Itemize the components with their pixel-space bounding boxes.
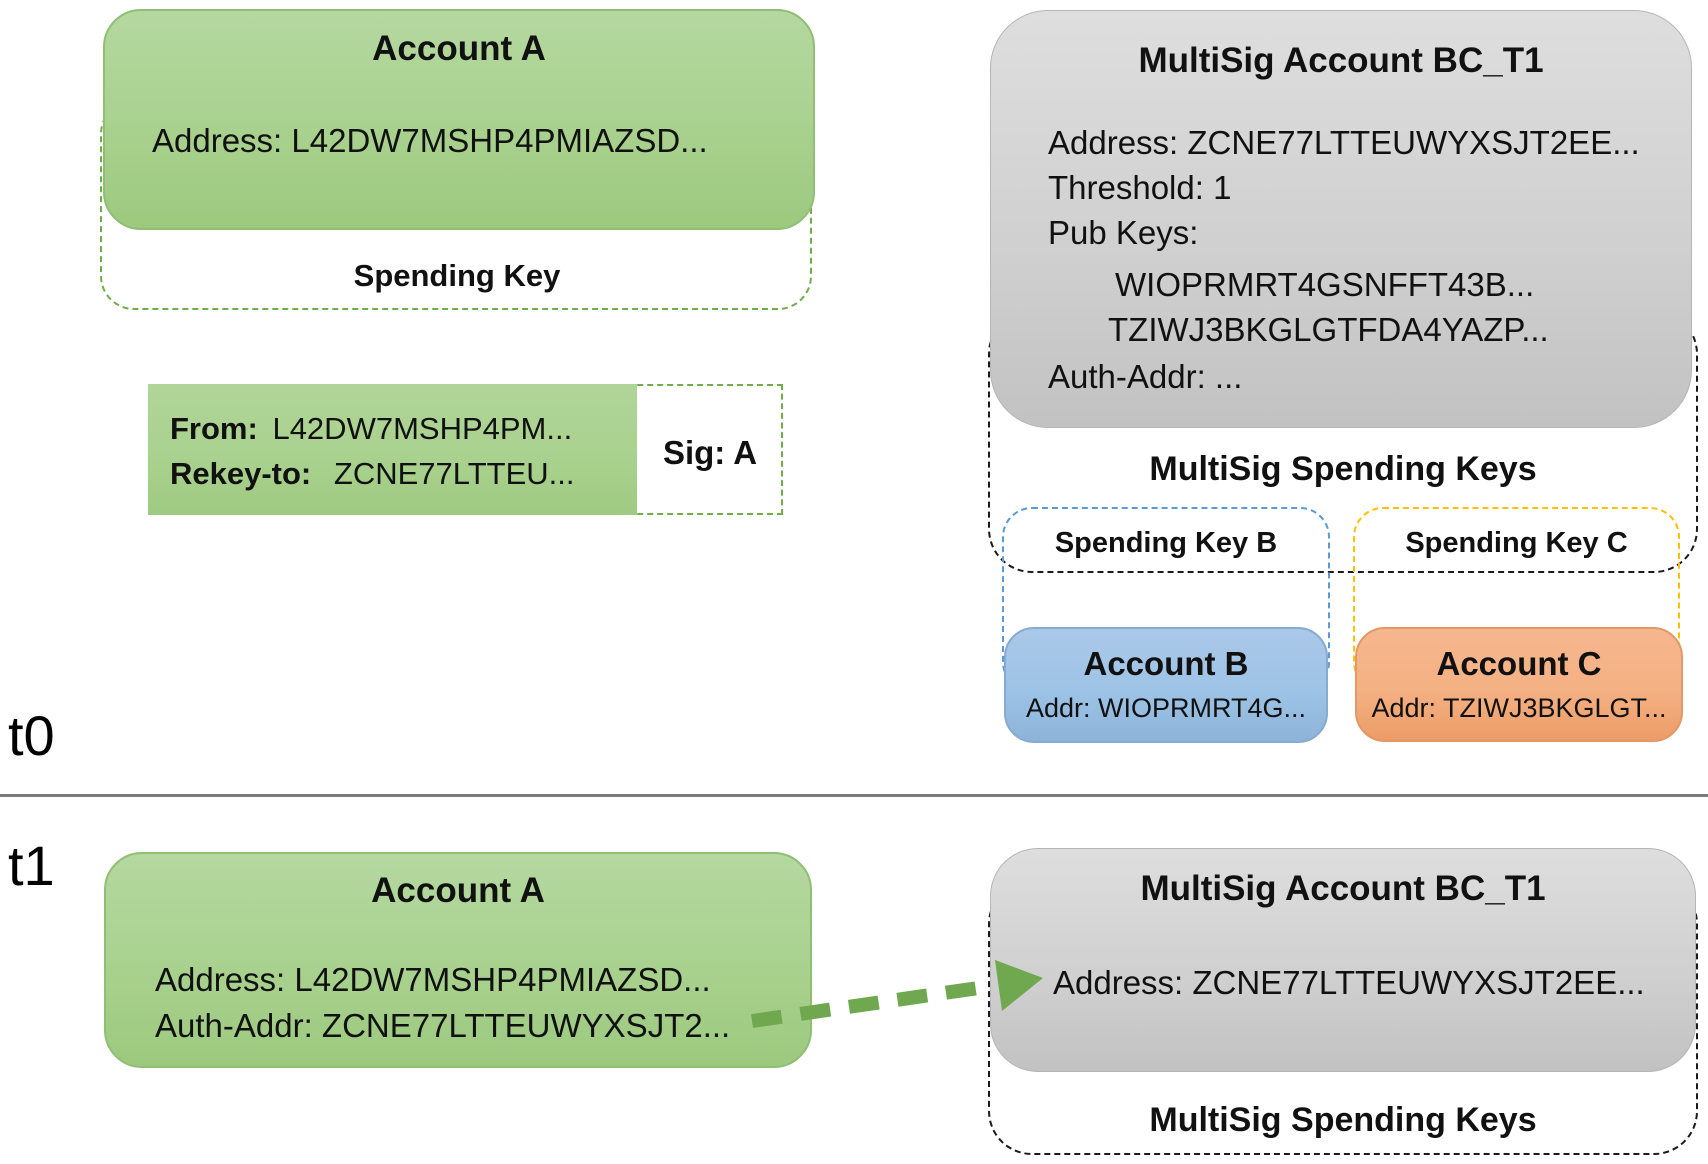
multisig-pubkey-2: TZIWJ3BKGLGTFDA4YAZP... xyxy=(1108,311,1549,348)
account-a-address-t1: Address: L42DW7MSHP4PMIAZSD... xyxy=(155,961,711,998)
multisig-address-t1: Address: ZCNE77LTTEUWYXSJT2EE... xyxy=(1053,964,1645,1001)
spending-key-b-label: Spending Key B xyxy=(1054,527,1278,559)
multisig-account-box-t1 xyxy=(990,848,1696,1072)
rekey-from-line: From: L42DW7MSHP4PM... xyxy=(170,411,572,447)
multisig-auth-addr: Auth-Addr: ... xyxy=(1048,358,1243,395)
rekey-to-label: Rekey-to: xyxy=(170,456,312,491)
account-b-box xyxy=(1004,627,1328,743)
rekey-arrow-shaft xyxy=(750,979,994,1028)
account-c-title: Account C xyxy=(1436,645,1602,682)
spending-key-a-label: Spending Key xyxy=(353,258,561,293)
account-a-box-t0 xyxy=(103,9,815,230)
rekey-from-value: L42DW7MSHP4PM... xyxy=(272,411,573,446)
rekey-arrow xyxy=(750,960,1043,1028)
multisig-spending-keys-title-t1: MultiSig Spending Keys xyxy=(1149,1101,1537,1139)
multisig-pubkeys-label: Pub Keys: xyxy=(1048,214,1199,251)
timeline-divider xyxy=(0,794,1708,797)
multisig-title-t1: MultiSig Account BC_T1 xyxy=(1140,869,1546,908)
account-a-title-t0: Account A xyxy=(372,29,546,68)
account-c-addr: Addr: TZIWJ3BKGLGT... xyxy=(1371,693,1667,723)
multisig-spending-keys-title-t0: MultiSig Spending Keys xyxy=(1149,450,1537,488)
account-b-addr: Addr: WIOPRMRT4G... xyxy=(1025,693,1307,723)
multisig-title-t0: MultiSig Account BC_T1 xyxy=(1138,41,1544,80)
spending-key-c-label: Spending Key C xyxy=(1405,527,1628,559)
rekey-transaction-fill xyxy=(148,384,637,515)
rekey-to-value: ZCNE77LTTEU... xyxy=(333,456,575,491)
account-b-title: Account B xyxy=(1083,645,1249,682)
multisig-pubkey-1: WIOPRMRT4GSNFFT43B... xyxy=(1115,266,1535,303)
account-a-auth-addr-t1: Auth-Addr: ZCNE77LTTEUWYXSJT2... xyxy=(155,1007,731,1044)
t0-label: t0 xyxy=(8,704,55,767)
multisig-threshold: Threshold: 1 xyxy=(1048,169,1232,206)
account-a-title-t1: Account A xyxy=(371,871,545,910)
account-a-box-t1 xyxy=(104,852,812,1068)
account-a-address-t0: Address: L42DW7MSHP4PMIAZSD... xyxy=(152,122,708,159)
rekey-sig-label: Sig: A xyxy=(662,434,758,471)
rekey-from-label: From: xyxy=(170,411,258,446)
rekey-arrow-head xyxy=(995,960,1043,1011)
account-c-box xyxy=(1355,627,1683,742)
rekey-to-line: Rekey-to: ZCNE77LTTEU... xyxy=(170,456,574,492)
multisig-address-t0: Address: ZCNE77LTTEUWYXSJT2EE... xyxy=(1048,124,1640,161)
t1-label: t1 xyxy=(8,834,55,897)
multisig-account-box-t0 xyxy=(990,10,1692,428)
